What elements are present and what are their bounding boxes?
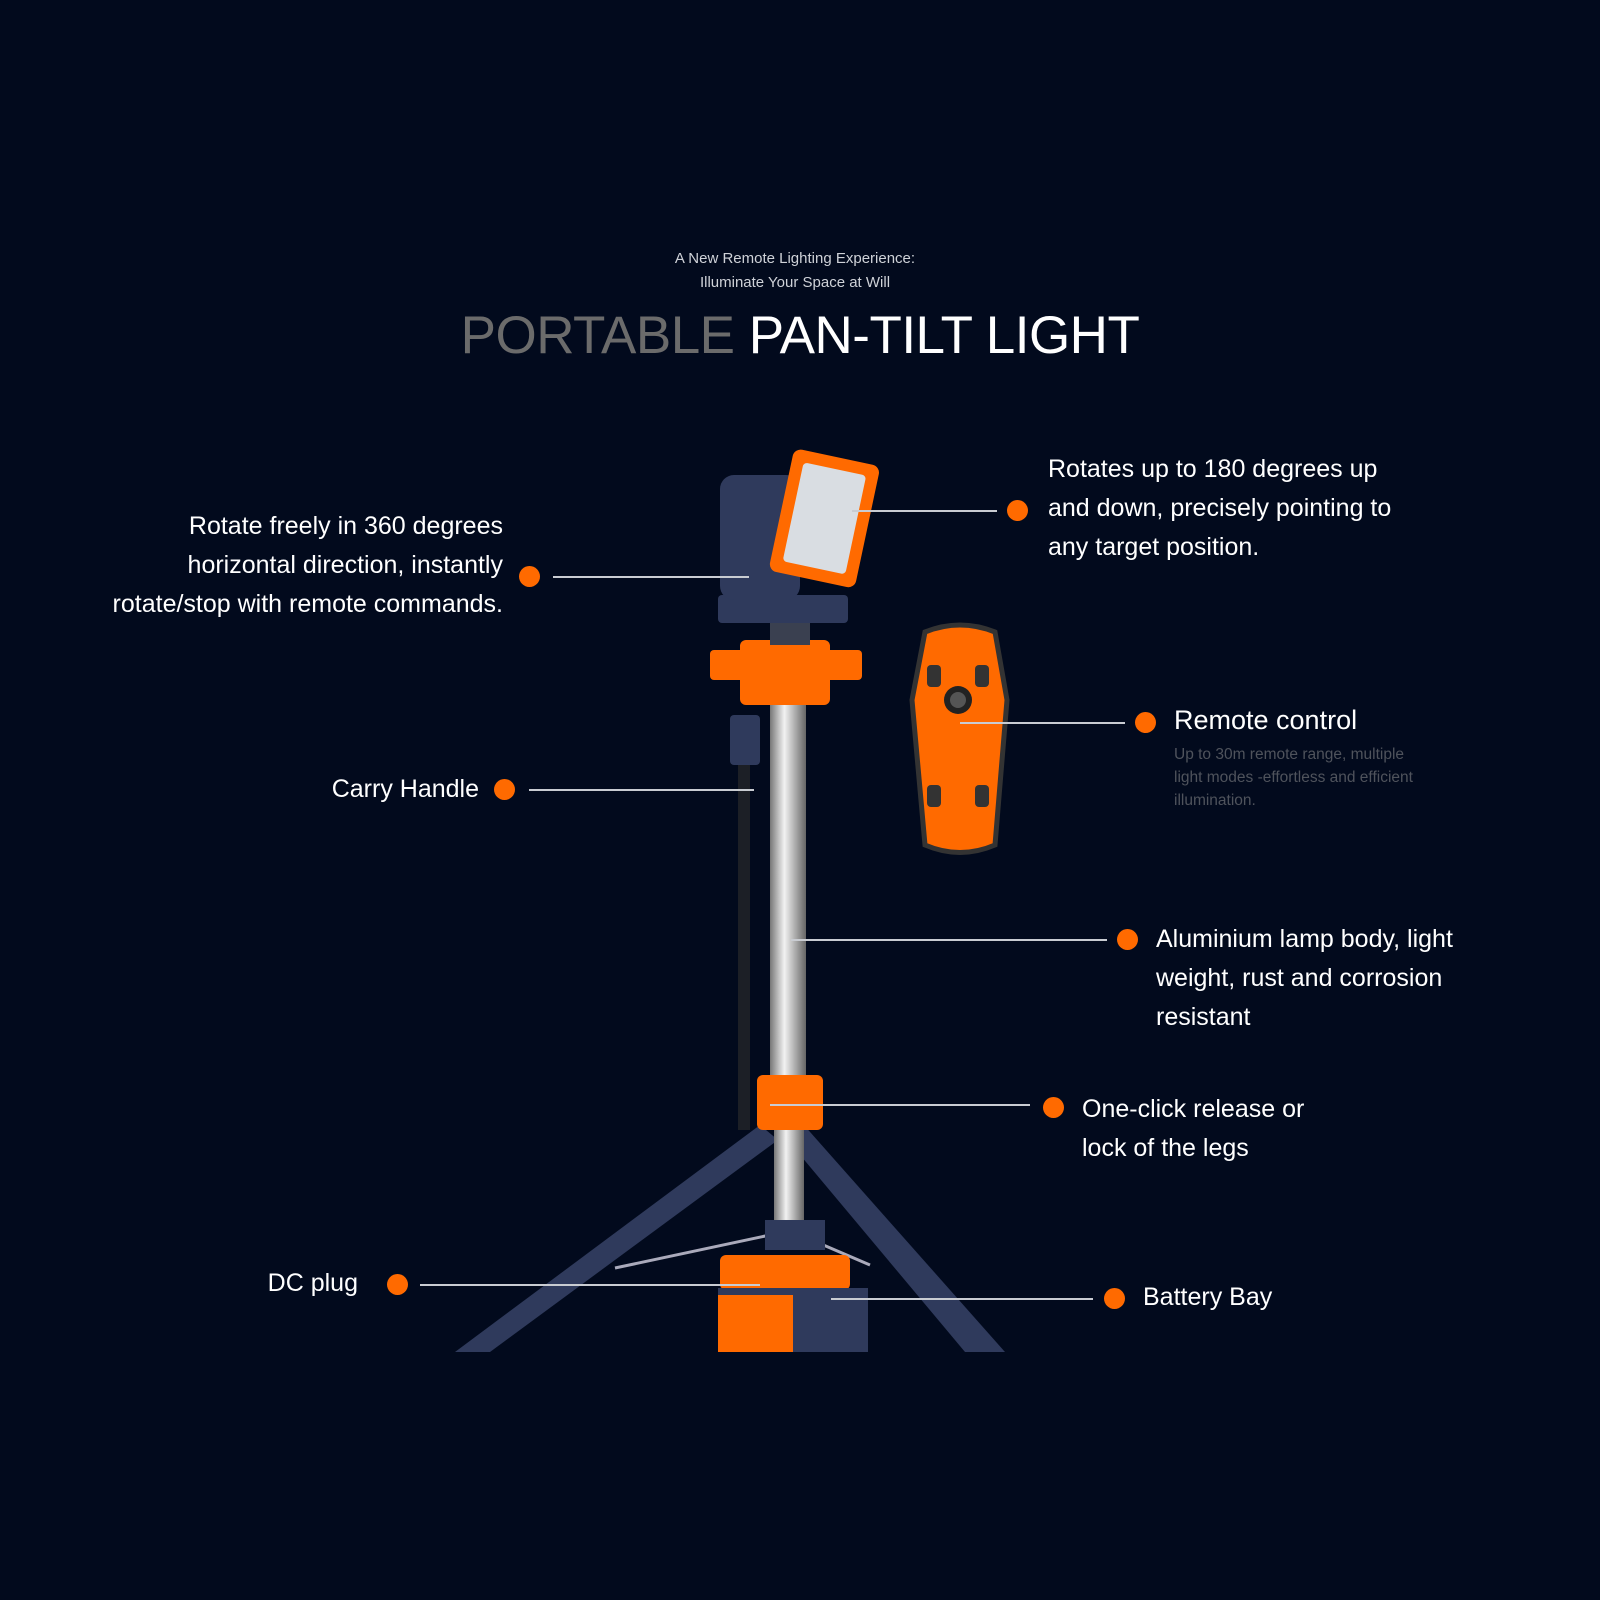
page-title: PORTABLE PAN-TILT LIGHT xyxy=(0,308,1600,364)
description-line: light modes -effortless and efficient xyxy=(1174,769,1413,786)
callout-dot xyxy=(494,779,515,800)
title-gray: PORTABLE xyxy=(460,306,735,365)
callout-dot xyxy=(1007,500,1028,521)
callout-leg-lock: One-click release or lock of the legs xyxy=(1082,1090,1442,1168)
callout-dot xyxy=(1043,1097,1064,1118)
leader-line xyxy=(553,576,749,578)
leader-line xyxy=(420,1284,760,1286)
leader-line xyxy=(852,510,997,512)
callout-line: Rotates up to 180 degrees up xyxy=(1048,455,1378,483)
tripod-battery-base xyxy=(718,1220,868,1352)
description-line: illumination. xyxy=(1174,792,1256,809)
callout-dot xyxy=(1117,929,1138,950)
carry-handle-bar xyxy=(738,760,750,1130)
leader-line xyxy=(791,939,1107,941)
callout-line: lock of the legs xyxy=(1082,1134,1249,1162)
leader-line xyxy=(831,1298,1093,1300)
callout-line: Aluminium lamp body, light xyxy=(1156,925,1453,953)
callout-tilt-rotation: Rotates up to 180 degrees up and down, p… xyxy=(1048,450,1548,567)
callout-dot xyxy=(1104,1288,1125,1309)
subtitle-line-2: Illuminate Your Space at Will xyxy=(699,274,891,291)
callout-carry-handle: Carry Handle xyxy=(331,775,479,803)
remote-description: Up to 30m remote range, multiple light m… xyxy=(1174,743,1494,812)
description-line: Up to 30m remote range, multiple xyxy=(1174,746,1405,763)
title-white: PAN-TILT LIGHT xyxy=(748,306,1140,365)
leader-line xyxy=(529,789,754,791)
callout-dot xyxy=(1135,712,1156,733)
callout-line: Rotate freely in 360 degrees xyxy=(188,512,503,540)
callout-line: and down, precisely pointing to xyxy=(1048,494,1392,522)
leg-lock-collar xyxy=(757,1075,823,1130)
callout-line: resistant xyxy=(1156,1003,1251,1031)
leader-line xyxy=(770,1104,1030,1106)
aluminium-pole xyxy=(770,700,806,1080)
remote-title: Remote control xyxy=(1174,705,1358,735)
subtitle-line-1: A New Remote Lighting Experience: xyxy=(674,250,916,267)
callout-line: weight, rust and corrosion xyxy=(1156,964,1443,992)
callout-line: rotate/stop with remote commands. xyxy=(112,590,503,618)
callout-line: any target position. xyxy=(1048,533,1260,561)
leader-line xyxy=(960,722,1125,724)
callout-battery-bay: Battery Bay xyxy=(1143,1283,1273,1311)
remote-control-image xyxy=(909,622,1010,855)
led-panel xyxy=(769,449,879,588)
callout-dot xyxy=(387,1274,408,1295)
callout-dot xyxy=(519,566,540,587)
callout-line: horizontal direction, instantly xyxy=(187,551,503,579)
callout-pan-rotation: Rotate freely in 360 degrees horizontal … xyxy=(40,507,503,624)
callout-line: One-click release or xyxy=(1082,1095,1305,1123)
callout-dc-plug: DC plug xyxy=(267,1269,358,1297)
callout-aluminium-body: Aluminium lamp body, light weight, rust … xyxy=(1156,920,1576,1037)
